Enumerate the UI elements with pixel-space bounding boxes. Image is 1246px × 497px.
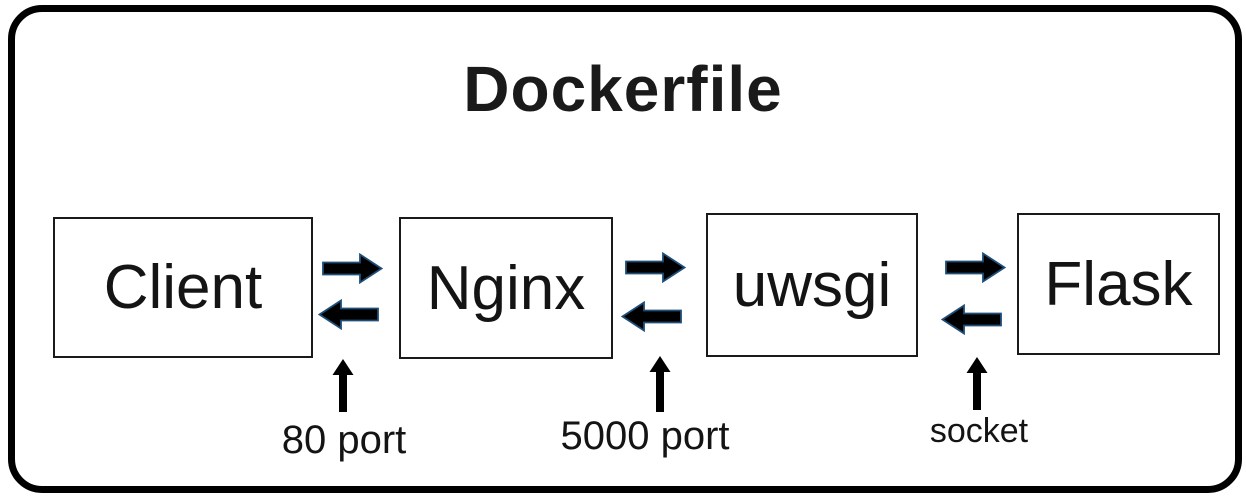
arrow-up-icon <box>966 357 988 410</box>
node-nginx: Nginx <box>399 217 613 359</box>
connection-label-5000-port: 5000 port <box>560 414 730 458</box>
node-client: Client <box>53 217 313 358</box>
arrow-left-icon <box>621 301 682 332</box>
node-uwsgi: uwsgi <box>706 213 918 357</box>
arrow-right-icon <box>625 252 686 283</box>
arrow-left-icon <box>318 299 379 330</box>
arrow-left-icon <box>941 304 1002 335</box>
node-flask: Flask <box>1017 213 1220 355</box>
arrow-up-icon <box>649 356 671 412</box>
connection-label-socket: socket <box>929 412 1029 450</box>
arrow-right-icon <box>322 253 383 284</box>
diagram-title: Dockerfile <box>463 53 783 125</box>
connection-label-80-port: 80 port <box>281 418 407 462</box>
arrow-right-icon <box>945 252 1006 283</box>
outer-rounded-frame <box>8 5 1242 493</box>
arrow-up-icon <box>332 359 354 412</box>
